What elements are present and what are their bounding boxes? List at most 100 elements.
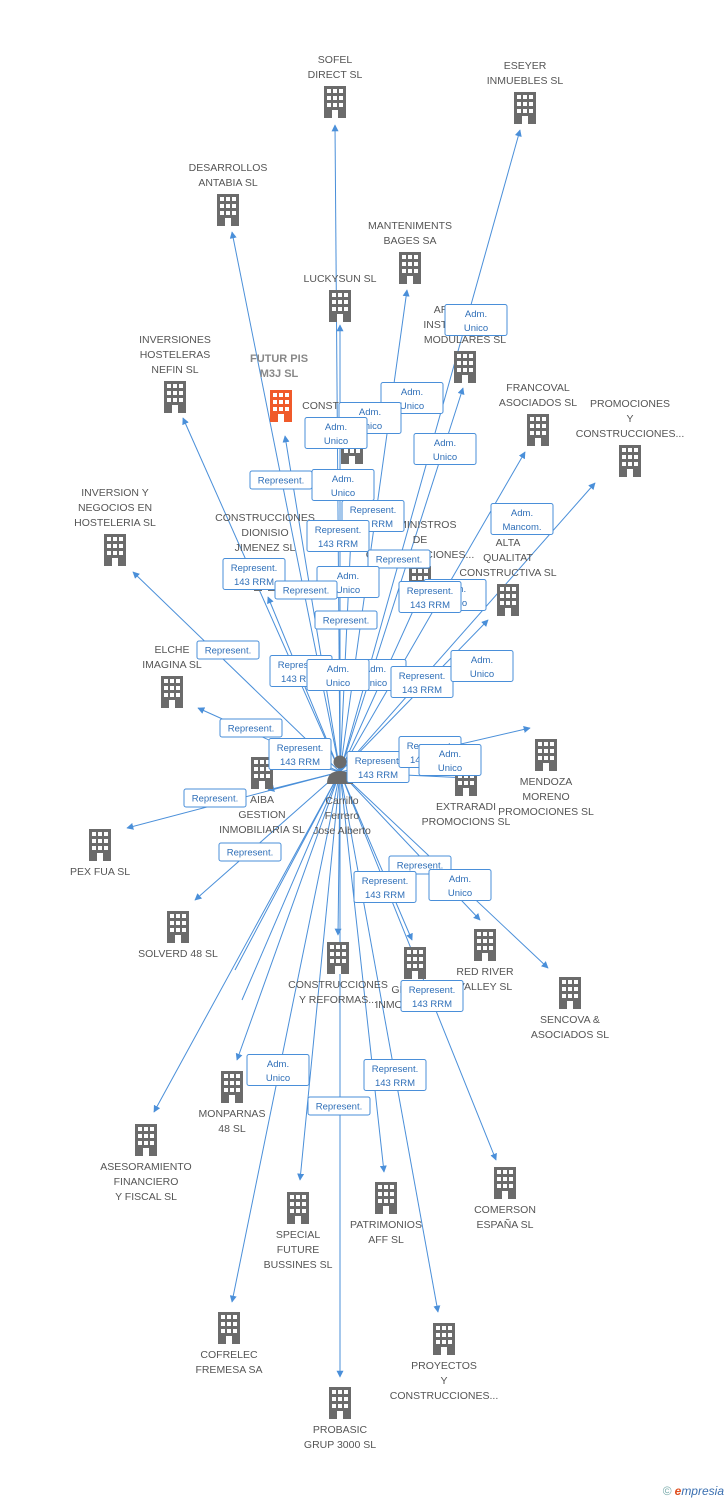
relation-label-r37[interactable]: Represent.: [307, 1096, 371, 1116]
relation-text: Unico: [464, 323, 488, 334]
building-icon: [454, 351, 476, 383]
relation-label-r12[interactable]: Represent.143 RRM: [222, 558, 286, 590]
company-label: BUSSINES SL: [264, 1259, 333, 1271]
relation-label-r10[interactable]: Adm.Mancom.: [490, 503, 554, 535]
company-node-c22[interactable]: SENCOVA &ASOCIADOS SL: [531, 977, 609, 1041]
company-label: COFRELEC: [200, 1349, 258, 1361]
relation-text: Unico: [400, 401, 424, 412]
company-label: CONSTRUCCIONES...: [576, 428, 685, 440]
relation-text: 143 RRM: [402, 685, 442, 696]
relation-label-r21[interactable]: Represent.: [196, 640, 260, 660]
relation-text: Represent.: [258, 476, 304, 487]
building-icon: [164, 381, 186, 413]
company-node-c31[interactable]: PROYECTOSYCONSTRUCCIONES...: [390, 1323, 499, 1402]
company-label: RED RIVER: [456, 966, 514, 978]
relation-label-r26[interactable]: Represent.143 RRM: [346, 751, 410, 783]
relation-label-r32[interactable]: Represent.143 RRM: [353, 871, 417, 903]
relation-label-r1[interactable]: Adm. Unico: [444, 304, 508, 336]
company-node-c20[interactable]: SOLVERD 48 SL: [138, 911, 218, 960]
relation-text: Adm.: [439, 749, 461, 760]
relation-text: Unico: [331, 488, 355, 499]
relation-text: Unico: [470, 669, 494, 680]
relation-text: Unico: [326, 678, 350, 689]
company-label: ASOCIADOS SL: [499, 397, 577, 409]
relation-label-r28[interactable]: Adm. Unico: [418, 744, 482, 776]
relation-label-r11[interactable]: Represent.: [367, 549, 431, 569]
edge-c26: [153, 771, 341, 1113]
relation-text: Represent.: [372, 1064, 418, 1075]
relation-label-r16[interactable]: Represent.: [314, 610, 378, 630]
relation-label-r30[interactable]: Represent.: [218, 842, 282, 862]
relation-text: Represent.: [192, 794, 238, 805]
relation-label-r34[interactable]: Represent.143 RRM: [400, 980, 464, 1012]
relation-label-r36[interactable]: Adm.Unico: [246, 1054, 310, 1086]
relation-text: 143 RRM: [358, 770, 398, 781]
relation-text: Unico: [438, 763, 462, 774]
relation-text: Represent.: [407, 586, 453, 597]
relation-label-r9[interactable]: Represent.143 RRM: [306, 520, 370, 552]
company-node-c9[interactable]: PROMOCIONESYCONSTRUCCIONES...: [576, 398, 685, 477]
relation-label-r5[interactable]: Adm.Unico: [413, 433, 477, 465]
building-icon: [287, 1192, 309, 1224]
focus-company-label: M3J SL: [260, 368, 299, 380]
relation-label-r23[interactable]: Adm.Unico: [306, 659, 370, 691]
company-node-c18[interactable]: EXTRARADI PROMOCIONS SL: [422, 764, 511, 828]
relation-label-r25[interactable]: Represent.143 RRM: [268, 738, 332, 770]
company-node-c19[interactable]: PEX FUA SL: [70, 829, 130, 878]
building-icon: [327, 942, 349, 974]
relation-text: Unico: [433, 452, 457, 463]
relation-text: Adm.: [465, 309, 487, 320]
edge-c20: [194, 771, 341, 901]
company-label: PROMOCIONS SL: [422, 816, 511, 828]
relation-label-r4[interactable]: Adm.Unico: [304, 417, 368, 449]
relation-label-r35[interactable]: Represent.143 RRM: [363, 1059, 427, 1091]
company-node-c5[interactable]: LUCKYSUN SL: [304, 273, 377, 322]
company-label: EXTRARADI: [436, 801, 496, 813]
relation-label-r20[interactable]: Represent.143 RRM: [390, 666, 454, 698]
relation-text: Adm.: [267, 1059, 289, 1070]
relation-text: Unico: [324, 436, 348, 447]
relation-label-r33[interactable]: Adm.Unico: [428, 869, 492, 901]
edge-c30: [229, 771, 341, 1303]
relation-label-r22[interactable]: Adm.Unico: [450, 650, 514, 682]
company-label: ALTA: [496, 537, 521, 549]
company-label: PEX FUA SL: [70, 866, 130, 878]
building-icon: [474, 929, 496, 961]
relation-label-r7[interactable]: Represent.: [249, 470, 313, 490]
building-icon: [324, 86, 346, 118]
relation-text: Adm.: [364, 664, 386, 675]
relation-label-r29[interactable]: Represent.: [183, 788, 247, 808]
relation-text: Represent.: [316, 1102, 362, 1113]
relation-label-r24[interactable]: Represent.: [219, 718, 283, 738]
relation-label-r6[interactable]: Adm.Unico: [311, 469, 375, 501]
company-label: NEFIN SL: [151, 364, 198, 376]
relation-label-r14[interactable]: Represent.: [274, 580, 338, 600]
relation-text: Represent.: [231, 563, 277, 574]
edge-c29: [339, 771, 387, 1173]
relation-text: Adm.: [449, 874, 471, 885]
relation-label-r17[interactable]: Represent.143 RRM: [398, 581, 462, 613]
